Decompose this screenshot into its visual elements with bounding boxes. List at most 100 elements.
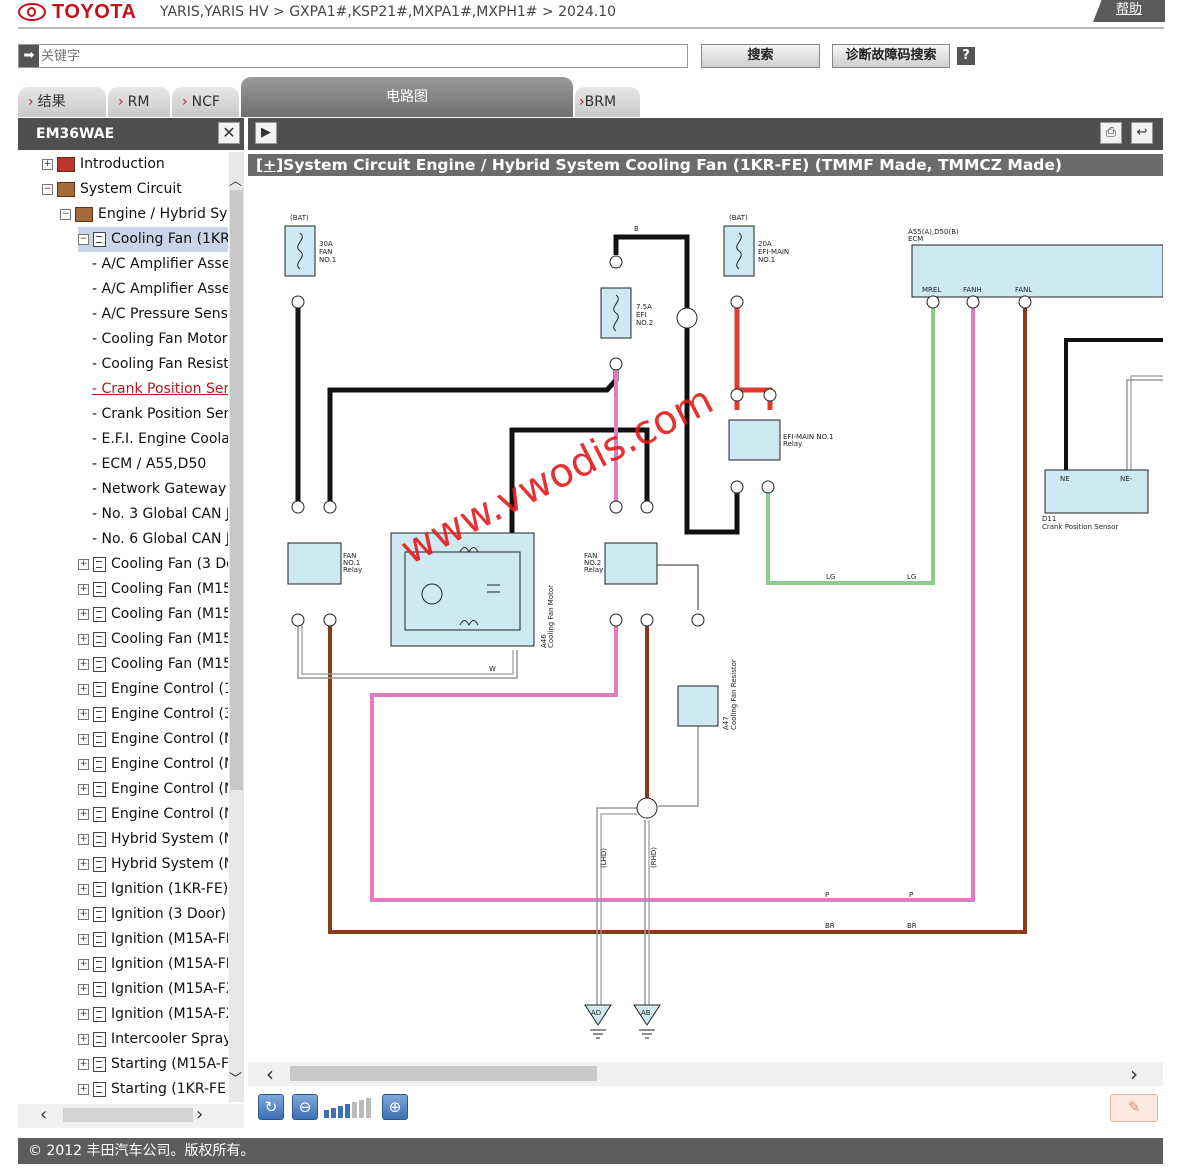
search-button[interactable]: 搜索 [701, 44, 820, 68]
tree-node[interactable]: +Cooling Fan (M15 [78, 577, 228, 602]
diagram-hscroll-thumb[interactable] [290, 1066, 597, 1081]
expand-icon[interactable]: + [78, 1008, 89, 1020]
expand-icon[interactable]: + [78, 783, 89, 795]
tree-node[interactable]: +Engine Control (M [78, 727, 228, 752]
tree-node[interactable]: +Engine Control (1 [78, 677, 228, 702]
expand-panel-icon[interactable]: ▶ [255, 122, 277, 144]
zoom-in-icon[interactable]: ⊕ [382, 1094, 408, 1120]
tree-node[interactable]: +Hybrid System (M [78, 852, 228, 877]
tree-node[interactable]: +Cooling Fan (3 Do [78, 552, 228, 577]
help-icon[interactable]: ? [957, 47, 975, 65]
tree-node[interactable]: +Engine Control (3 [78, 702, 228, 727]
tree-node[interactable]: +Intercooler Spray [78, 1027, 228, 1052]
scroll-left-icon[interactable]: ‹ [266, 1062, 274, 1086]
wiring-diagram-canvas[interactable]: (BAT) (BAT) 30A FAN NO.1 7.5A EFI NO.2 2… [248, 178, 1163, 1060]
expand-icon[interactable]: + [78, 883, 89, 895]
expand-icon[interactable]: + [78, 708, 89, 720]
expand-icon[interactable]: + [78, 633, 89, 645]
expand-title-link[interactable]: [+] [256, 156, 284, 174]
tree-node[interactable]: +Ignition (M15A-FX [78, 1002, 228, 1027]
tree-node[interactable]: +Engine Control (M [78, 752, 228, 777]
expand-icon[interactable]: + [78, 983, 89, 995]
tab-wiring-diagram[interactable]: 电路图 [241, 77, 573, 117]
expand-icon[interactable]: + [78, 1083, 89, 1095]
expand-icon[interactable]: + [78, 658, 89, 670]
help-label[interactable]: 帮助 [1115, 2, 1142, 17]
zoom-level-indicator[interactable] [322, 1096, 378, 1120]
back-icon[interactable]: ↩ [1131, 122, 1153, 144]
tree-leaf[interactable]: - E.F.I. Engine Coola [92, 431, 228, 447]
tree-leaf[interactable]: - No. 6 Global CAN J [92, 531, 228, 547]
search-box[interactable]: ➡ [18, 44, 688, 68]
tab-results[interactable]: ›结果 [18, 87, 106, 117]
tree-node[interactable]: +Engine Control (M [78, 777, 228, 802]
tree-leaf[interactable]: - Crank Position Sen [92, 406, 228, 422]
tree-leaf[interactable]: - A/C Amplifier Asse [92, 256, 228, 272]
expand-icon[interactable]: + [78, 608, 89, 620]
tree-scroll-thumb[interactable] [230, 190, 243, 790]
collapse-icon[interactable]: − [78, 233, 89, 245]
dtc-search-button[interactable]: 诊断故障码搜索 [832, 44, 950, 68]
tree-node[interactable]: +Ignition (1KR-FE) [78, 877, 228, 902]
expand-icon[interactable]: + [78, 833, 89, 845]
tab-rm[interactable]: ›RM [108, 87, 170, 117]
tree-node[interactable]: +Cooling Fan (M15 [78, 627, 228, 652]
tree-node[interactable]: +Ignition (M15A-FK [78, 927, 228, 952]
tree-leaf[interactable]: - Cooling Fan Motor [92, 331, 228, 347]
tab-ncf[interactable]: ›NCF [172, 87, 239, 117]
expand-icon[interactable]: + [78, 1058, 89, 1070]
tree-leaf[interactable]: - Cooling Fan Resisto [92, 356, 228, 372]
tree-node[interactable]: +Introduction [42, 152, 165, 177]
tree-node[interactable]: +Starting (M15A-FI [78, 1052, 228, 1077]
scroll-left-icon[interactable]: ‹ [40, 1104, 48, 1125]
expand-icon[interactable]: + [78, 933, 89, 945]
tree-node[interactable]: +Cooling Fan (M15 [78, 652, 228, 677]
expand-icon[interactable]: + [78, 558, 89, 570]
close-icon[interactable]: ✕ [218, 122, 240, 144]
tree-leaf[interactable]: - No. 3 Global CAN J [92, 506, 228, 522]
expand-icon[interactable]: + [78, 683, 89, 695]
expand-icon[interactable]: + [78, 958, 89, 970]
expand-icon[interactable]: + [78, 808, 89, 820]
tree-node[interactable]: +Hybrid System (M [78, 827, 228, 852]
tree-node[interactable]: +Engine Control (M [78, 802, 228, 827]
search-input[interactable] [39, 47, 643, 65]
print-icon[interactable]: ⎙ [1100, 122, 1122, 144]
zoom-out-icon[interactable]: ⊖ [292, 1094, 318, 1120]
scroll-up-icon[interactable]: ︿ [229, 174, 243, 189]
tree-leaf[interactable]: - ECM / A55,D50 [92, 456, 207, 472]
feedback-icon[interactable]: ✎ [1110, 1094, 1158, 1122]
expand-icon[interactable]: + [78, 908, 89, 920]
document-icon [93, 681, 106, 697]
expand-icon[interactable]: + [78, 858, 89, 870]
help-link[interactable]: 帮助 [1093, 0, 1165, 22]
refresh-icon[interactable]: ↻ [258, 1094, 284, 1120]
left-panel-title: EM36WAE [18, 118, 244, 150]
scroll-right-icon[interactable]: › [1130, 1062, 1138, 1086]
tab-brm[interactable]: ›BRM [575, 87, 640, 117]
tree-node[interactable]: +Starting (1KR-FE [78, 1077, 226, 1102]
tree-node[interactable]: +Ignition (M15A-FK [78, 952, 228, 977]
wire-color: LG [826, 573, 835, 581]
tree-node[interactable]: −Engine / Hybrid Sys [60, 202, 228, 227]
tree-leaf[interactable]: - A/C Pressure Sens [92, 306, 228, 322]
tree-node-selected[interactable]: −Cooling Fan (1KR [78, 227, 228, 252]
scroll-right-icon[interactable]: › [196, 1104, 204, 1125]
tree-node[interactable]: +Ignition (3 Door) [78, 902, 226, 927]
tree-node[interactable]: +Ignition (M15A-FX [78, 977, 228, 1002]
collapse-icon[interactable]: − [60, 208, 71, 220]
scroll-down-icon[interactable]: ﹀ [229, 1072, 243, 1087]
expand-icon[interactable]: + [78, 583, 89, 595]
tree-node[interactable]: +Cooling Fan (M15 [78, 602, 228, 627]
tree-node[interactable]: −System Circuit [42, 177, 182, 202]
tree-leaf-hover[interactable]: - Crank Position Sen [92, 381, 228, 397]
tree-hscroll-thumb[interactable] [63, 1108, 193, 1122]
expand-icon[interactable]: + [42, 158, 53, 170]
collapse-icon[interactable]: − [42, 183, 53, 195]
wire-color: P [909, 891, 913, 899]
tree-leaf[interactable]: - Network Gateway E [92, 481, 228, 497]
expand-icon[interactable]: + [78, 733, 89, 745]
expand-icon[interactable]: + [78, 1033, 89, 1045]
expand-icon[interactable]: + [78, 758, 89, 770]
tree-leaf[interactable]: - A/C Amplifier Asse [92, 281, 228, 297]
